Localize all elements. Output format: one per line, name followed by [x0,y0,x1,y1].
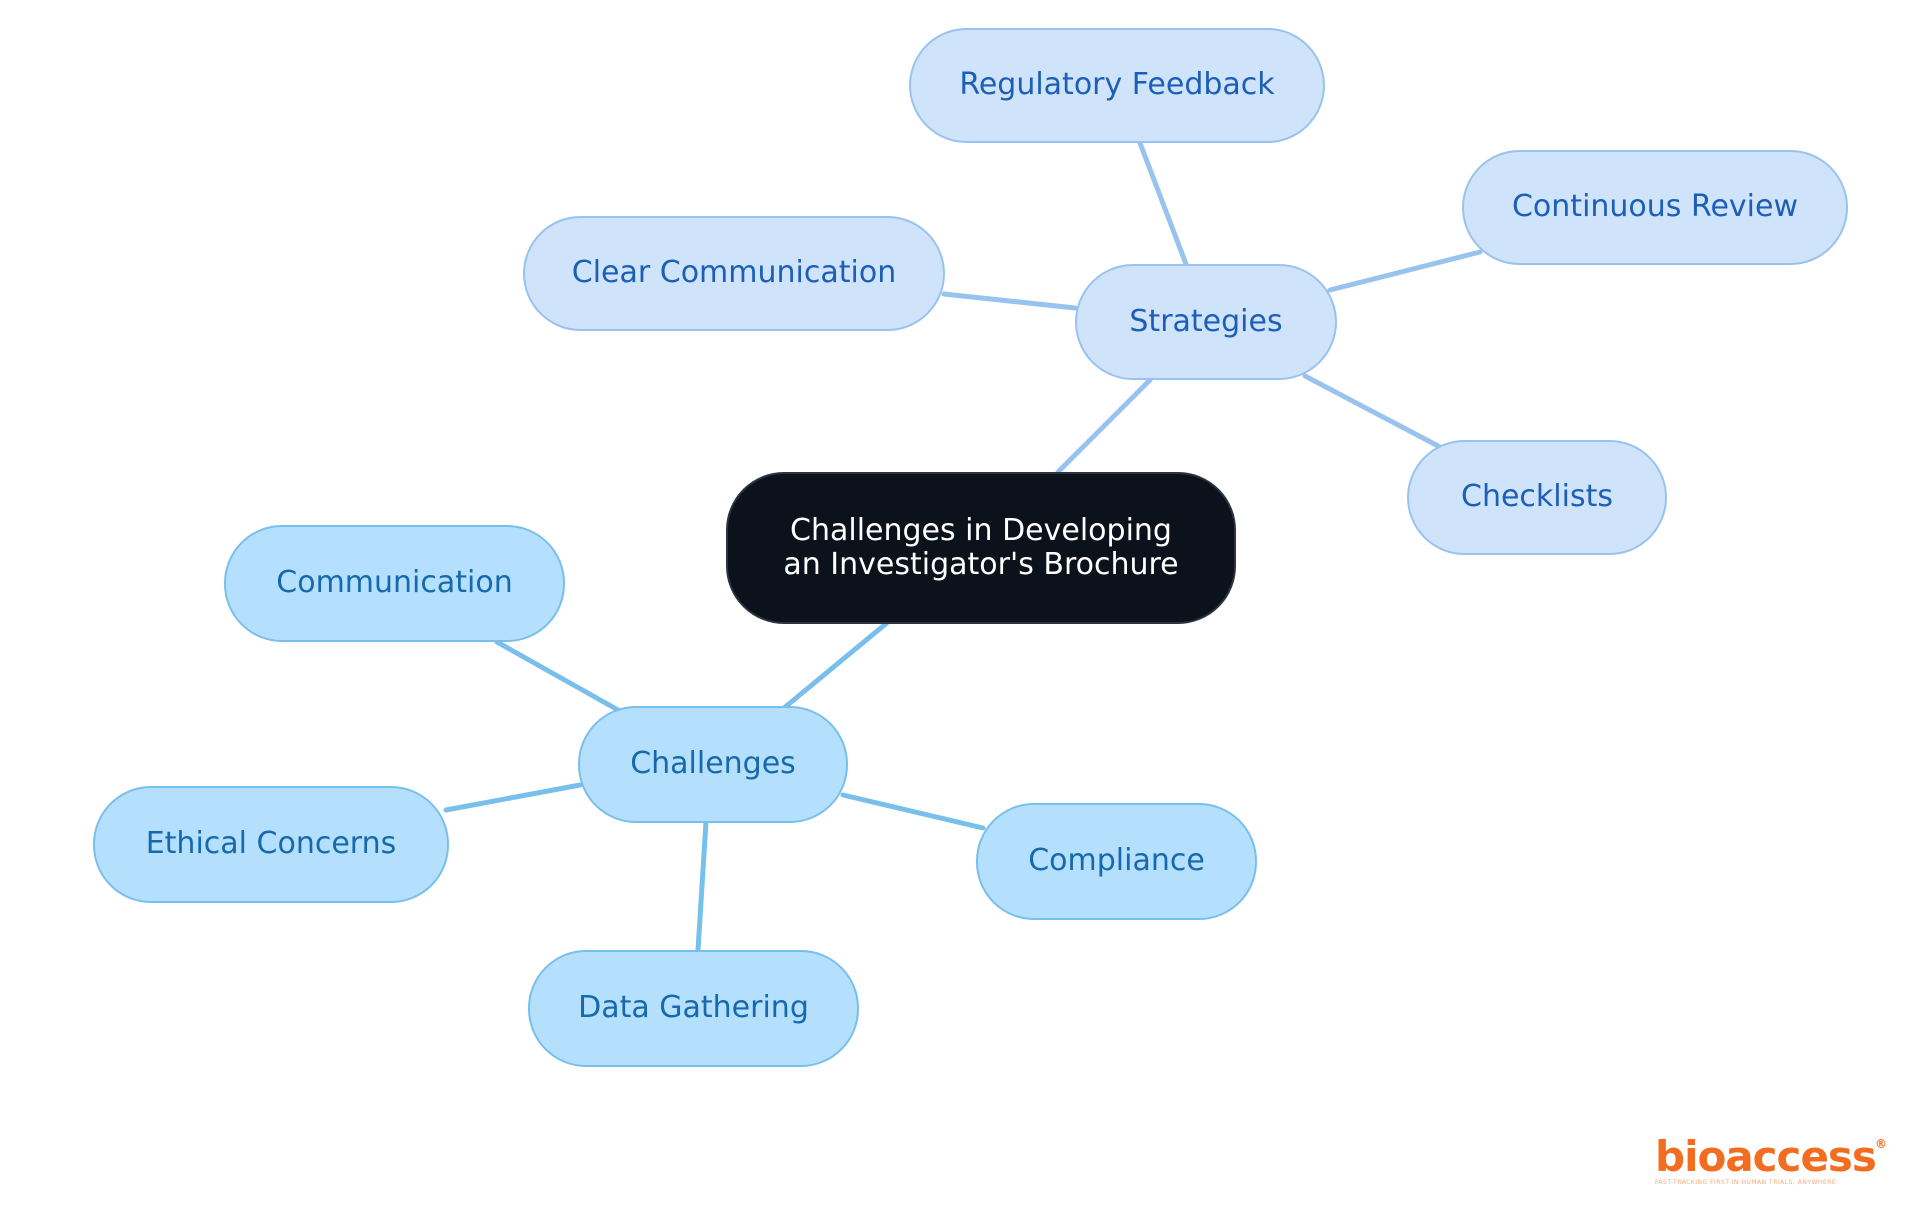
node-strategies[interactable]: Strategies [1075,264,1337,380]
node-checklists[interactable]: Checklists [1407,440,1667,555]
node-continuous-review[interactable]: Continuous Review [1462,150,1848,265]
root-node-label: Challenges in Developing an Investigator… [783,513,1179,582]
node-ethical-concerns-label: Ethical Concerns [145,826,397,862]
node-strategies-label: Strategies [1129,303,1283,339]
node-data-gathering-label: Data Gathering [578,990,809,1026]
node-checklists-label: Checklists [1461,479,1613,515]
node-compliance[interactable]: Compliance [976,803,1257,920]
node-ethical-concerns[interactable]: Ethical Concerns [93,786,449,903]
node-communication[interactable]: Communication [224,525,565,642]
link-strategies-continuous-review [1327,249,1483,293]
node-clear-communication[interactable]: Clear Communication [523,216,945,331]
node-regulatory-feedback[interactable]: Regulatory Feedback [909,28,1325,143]
link-challenges-compliance [840,792,986,831]
node-compliance-label: Compliance [1028,843,1205,879]
bioaccess-logo: bioaccess ® FAST-TRACKING FIRST-IN-HUMAN… [1655,1135,1895,1195]
node-communication-label: Communication [276,565,513,601]
root-node[interactable]: Challenges in Developing an Investigator… [726,472,1236,624]
link-challenges-data-gathering [695,819,709,953]
logo-wordmark: bioaccess [1655,1132,1877,1181]
node-challenges-label: Challenges [630,746,796,782]
node-regulatory-feedback-label: Regulatory Feedback [959,67,1275,103]
link-strategies-clear-communication [941,291,1078,311]
node-challenges[interactable]: Challenges [578,706,848,823]
link-strategies-checklists [1302,373,1443,450]
link-root-strategies [1055,377,1153,475]
link-challenges-ethical-concerns [443,782,583,813]
node-data-gathering[interactable]: Data Gathering [528,950,859,1067]
link-strategies-regulatory-feedback [1137,140,1189,267]
node-continuous-review-label: Continuous Review [1511,189,1798,225]
link-root-challenges [781,619,891,711]
registered-mark: ® [1875,1137,1887,1151]
node-clear-communication-label: Clear Communication [571,255,897,291]
logo-tagline: FAST-TRACKING FIRST-IN-HUMAN TRIALS, ANY… [1655,1179,1837,1186]
link-challenges-communication [494,639,621,713]
